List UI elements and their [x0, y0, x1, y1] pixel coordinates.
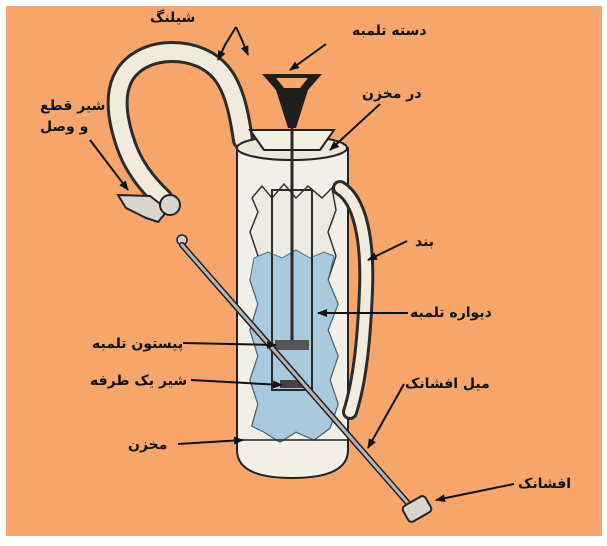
label-tank: مخزن	[128, 437, 167, 453]
label-nozzle: افشانک	[518, 476, 571, 492]
label-pump-handle: دسته تلمبه	[352, 23, 427, 39]
label-check-valve: شیر یک طرفه	[90, 373, 187, 389]
label-hose: شیلنگ	[150, 10, 195, 26]
label-pump-piston: پیستون تلمبه	[92, 336, 183, 352]
label-shutoff-valve-line2: و وصل	[40, 119, 88, 135]
label-shutoff-valve-line1: شیر قطع	[40, 98, 105, 114]
label-strap: بند	[415, 234, 434, 250]
label-tank-lid: در مخزن	[362, 86, 422, 102]
label-spray-wand: میل افشانک	[405, 376, 490, 392]
label-pump-wall: دیواره تلمبه	[410, 305, 492, 321]
